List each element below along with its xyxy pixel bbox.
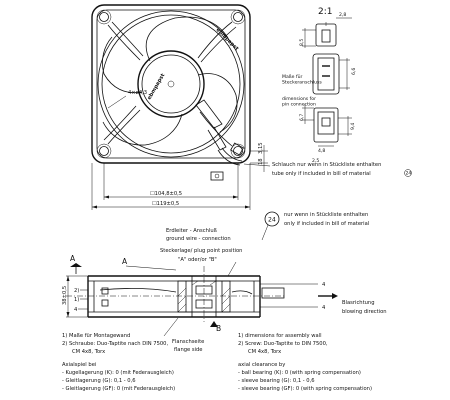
fan-frame-outer <box>91 4 251 164</box>
dim-18: 18 <box>258 158 264 165</box>
axial-de-1: - Kugellagerung (K): 0 (mit Federausglei… <box>62 370 174 376</box>
view-label-a-left: A <box>70 254 76 263</box>
dim-hole-dia: 4×ø4,3 <box>128 90 147 96</box>
axial-en-3: - sleeve bearing (GF): 0 (with spring co… <box>238 386 372 392</box>
dim-4-8: 4,8 <box>318 148 325 154</box>
dim-8-5: 8,5 <box>299 39 305 46</box>
footnote-de-3: CM 4x8, Torx <box>72 349 105 355</box>
footnote-en-3: CM 4x8, Torx <box>248 349 281 355</box>
footnote-marker-2: 2) <box>74 288 79 294</box>
footnote-de-2: 2) Schraube: Duo-Taptite nach DIN 7500, <box>62 341 168 347</box>
view-label-a-right: A <box>122 257 128 266</box>
callout-4-left: 4 <box>74 307 78 313</box>
flange-side-de: Flanschseite <box>172 339 204 345</box>
fan-blades <box>102 16 238 146</box>
hub-inner <box>141 54 201 114</box>
dim-119: ☐119±0,5 <box>152 201 179 207</box>
footnote-en-1: 1) dimensions for assembly wall <box>238 333 322 339</box>
callout-24 <box>264 211 280 227</box>
callout-4-right-bottom: 4 <box>322 305 326 311</box>
svg-text:24: 24 <box>268 217 276 224</box>
plug-position-de: Steckerlage/ plug point position <box>160 248 242 254</box>
dim-38: 38±0,5 <box>62 286 68 305</box>
callout-24-en: only if included in bill of material <box>284 221 369 227</box>
airflow-de: Blasrichtung <box>342 300 375 306</box>
dim-104-8: ☐104,8±0,5 <box>150 191 182 197</box>
callout-24-de: nur wenn in Stückliste enthalten <box>284 212 368 218</box>
mounting-holes <box>96 9 246 159</box>
brand-logo-top: ebmpapst <box>215 27 240 52</box>
scale-label: 2:1 <box>318 7 332 17</box>
side-view: 24 nur wenn in Stückliste enthalten only… <box>62 211 387 353</box>
axial-en-1: - ball bearing (K): 0 (with spring compe… <box>238 370 361 376</box>
hub-hatching <box>177 280 231 313</box>
dim-3-15: 3,15 <box>258 142 264 154</box>
fan-frame-inner <box>96 9 246 159</box>
hub-outer <box>137 50 205 118</box>
dim-2-5: 2,5 <box>312 158 319 164</box>
fan-struts <box>103 21 237 147</box>
dim-6-7: 6,7 <box>299 114 305 121</box>
airflow-en: blowing direction <box>342 309 387 315</box>
hose-note-en: tube only if included in bill of materia… <box>272 171 371 177</box>
axial-en-2: - sleeve bearing (G): 0,1 - 0,6 <box>238 378 315 384</box>
ground-note-de: Erdleiter - Anschluß <box>166 228 218 234</box>
dim-2-8-top: 2,8 <box>339 12 346 18</box>
view-label-b: B <box>216 324 221 333</box>
footnotes: 1) Maße für Montagewand 2) Schraube: Duo… <box>62 333 372 392</box>
footnote-en-2: 2) Screw: Duo-Taptite to DIN 7500, <box>238 341 328 347</box>
plug-position-options: "A" oder/or "B" <box>178 257 217 263</box>
footnote-marker-1: 1) <box>74 297 79 303</box>
axial-de-3: - Gleitlagerung (GF): 0 (mit Federausgle… <box>62 386 175 392</box>
axial-en-title: axial clearance by <box>238 362 285 368</box>
hose-note-de: Schlauch nur wenn in Stückliste enthalte… <box>272 162 381 168</box>
flange-side-en: flange side <box>174 347 203 353</box>
footnote-de-1: 1) Maße für Montagewand <box>62 333 130 339</box>
callout-4-right-top: 4 <box>322 282 326 288</box>
ground-note-en: ground wire - connection <box>166 236 231 242</box>
brand-logo-hub: ebmpapst <box>147 72 167 101</box>
axial-de-title: Axialspiel bei <box>62 362 96 368</box>
dim-6-6: 6,6 <box>351 68 357 75</box>
svg-text:24: 24 <box>406 171 412 177</box>
front-view: ebmpapst ebmpapst 4×ø4,3 18 3,15 ☐104,8±… <box>91 4 268 210</box>
venturi-circle <box>97 10 245 158</box>
connector-box <box>261 287 285 299</box>
hose-note: Schlauch nur wenn in Stückliste enthalte… <box>243 162 412 177</box>
venturi-circle-inner <box>101 14 241 154</box>
dim-9-4: 9,4 <box>350 123 356 130</box>
axial-de-2: - Gleitlagerung (G): 0,1 - 0,6 <box>62 378 136 384</box>
